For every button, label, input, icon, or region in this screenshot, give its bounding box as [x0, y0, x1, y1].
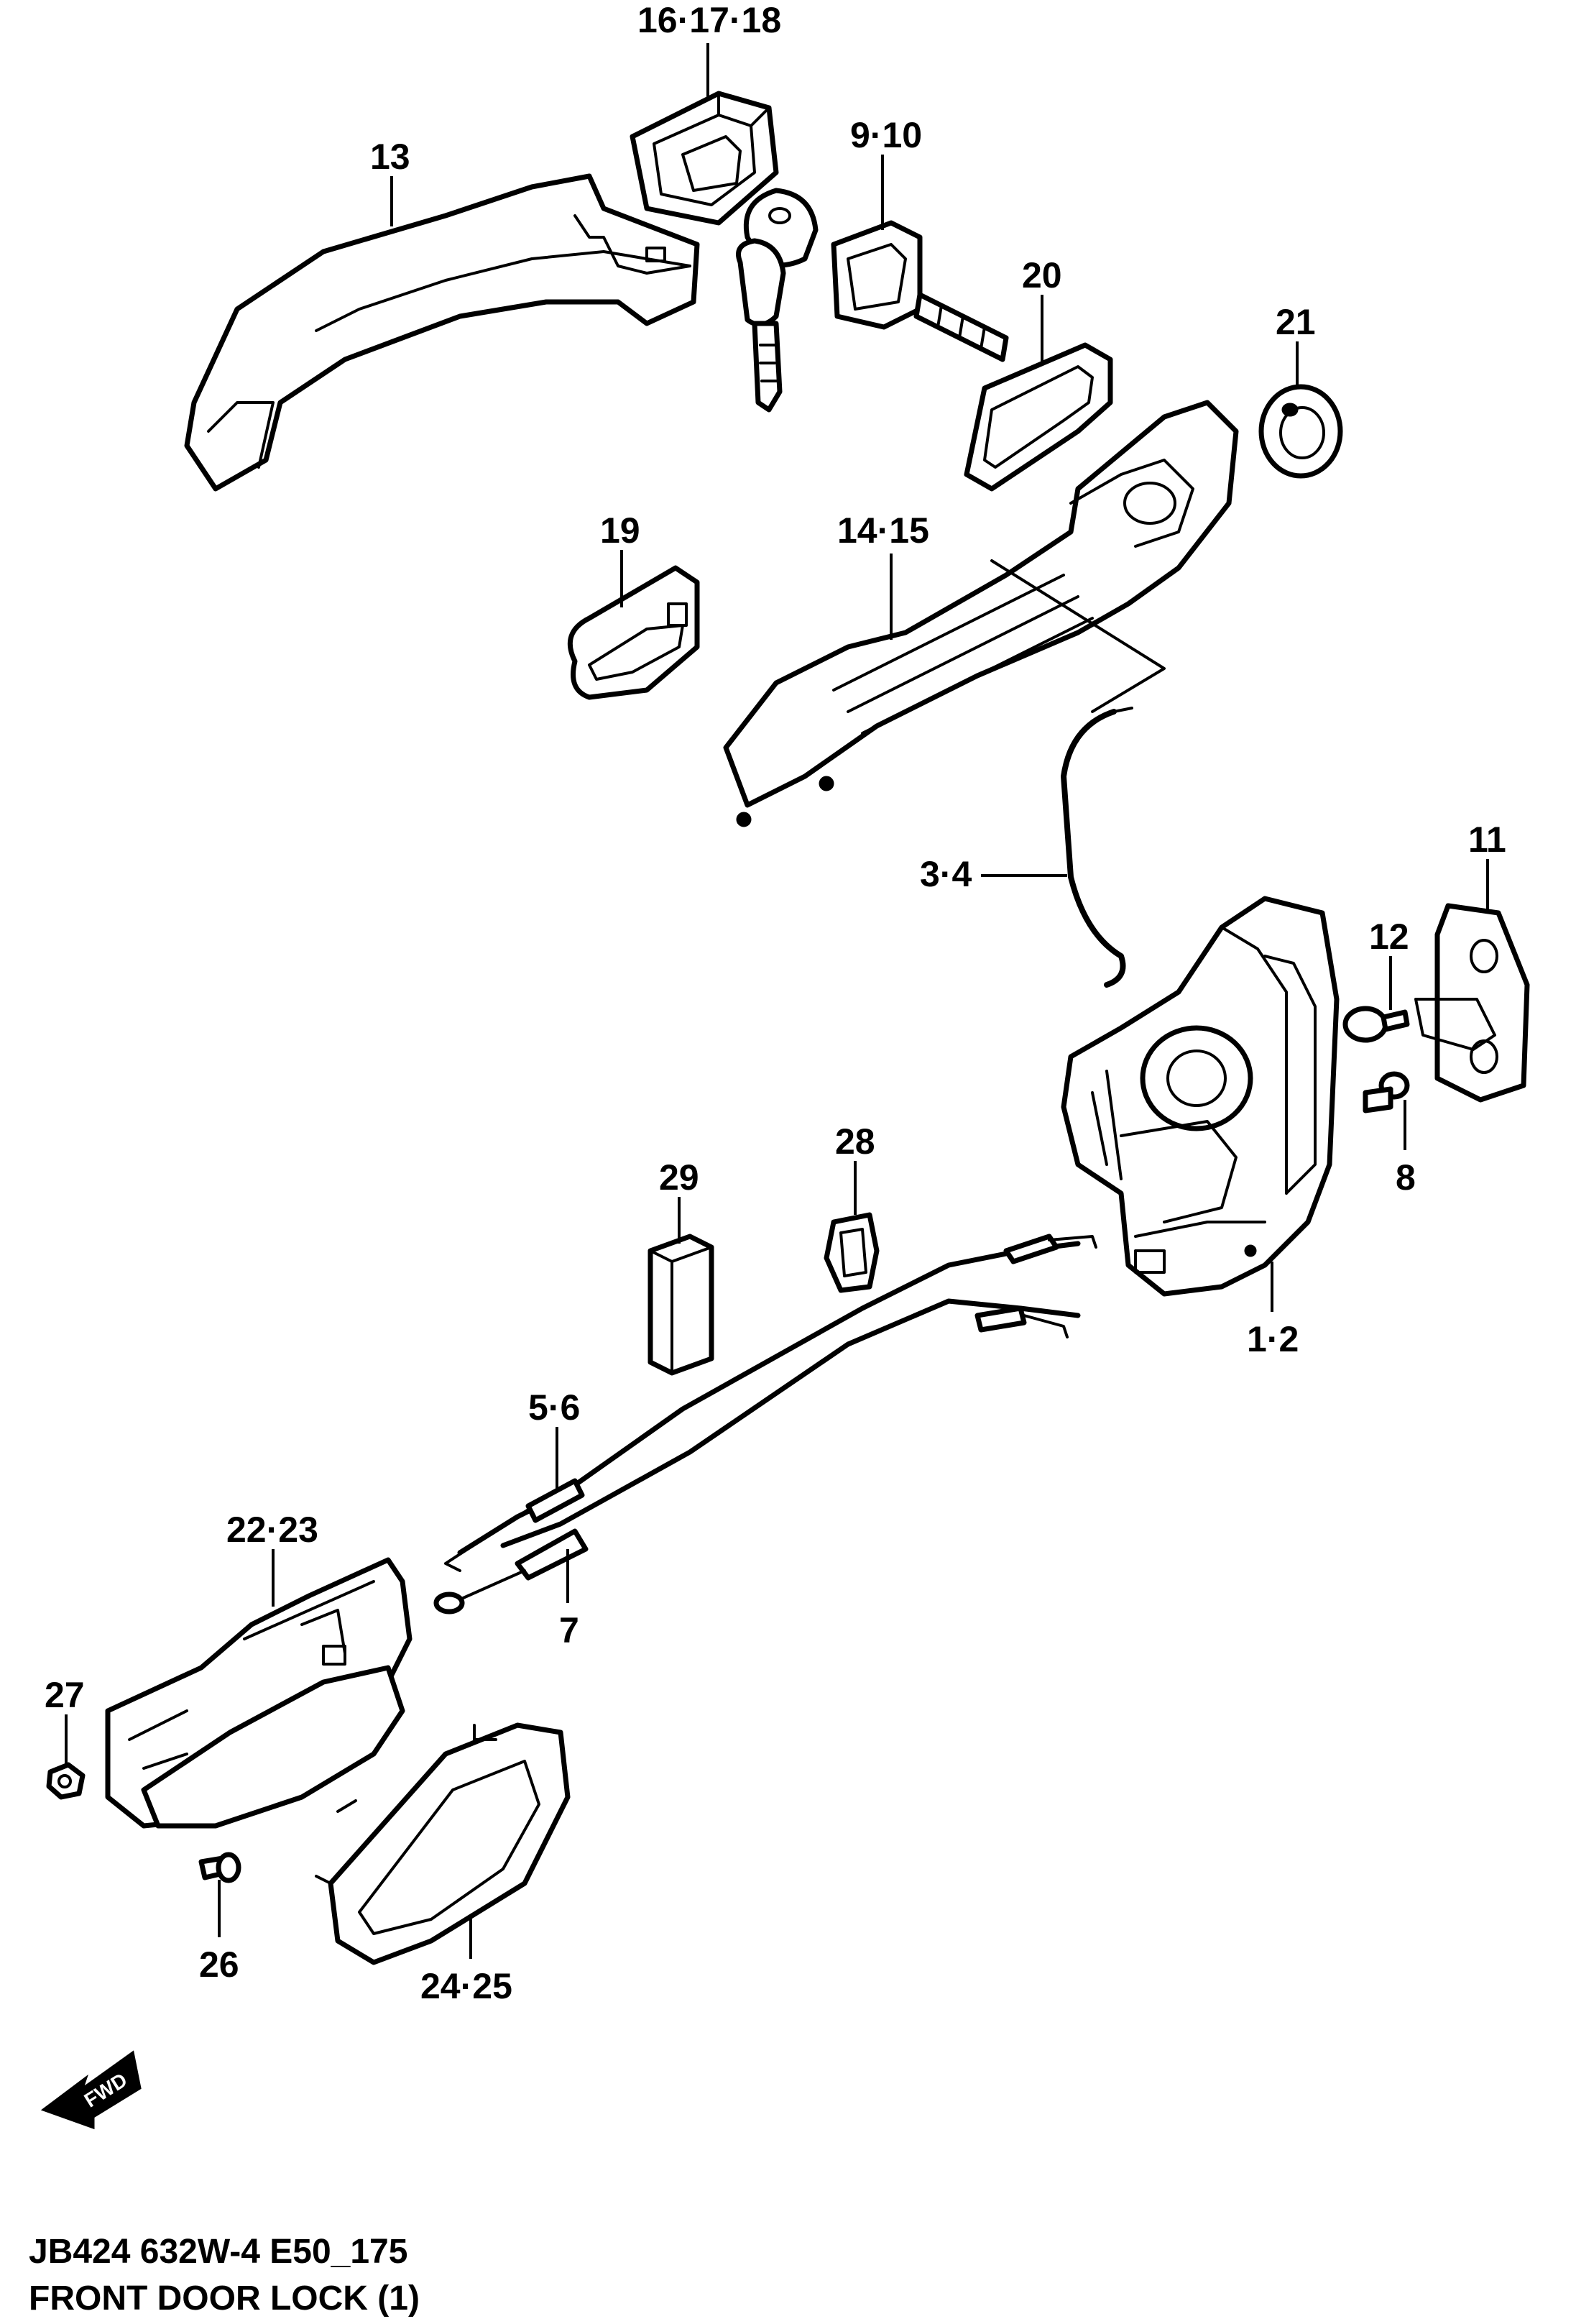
part-27-nut: [46, 1762, 86, 1800]
diagram-title: FRONT DOOR LOCK (1): [29, 2279, 420, 2318]
part-9-10-lock-cylinder: [831, 220, 1009, 362]
label-28: 28: [835, 1121, 875, 1162]
fwd-arrow-icon: FWD: [40, 2050, 142, 2130]
diagram-code: JB424 632W-4 E50_175: [29, 2233, 408, 2271]
label-13: 13: [370, 137, 410, 177]
part-11-striker: [1414, 903, 1530, 1103]
part-19-pad: [567, 565, 700, 700]
part-12-screw: [1342, 1006, 1410, 1043]
label-11: 11: [1468, 819, 1506, 860]
label-29: 29: [659, 1157, 699, 1198]
label-22-23: 22·23: [226, 1510, 318, 1550]
part-1-2-door-lock-assembly: [1061, 896, 1340, 1297]
part-22-23-inner-handle: [105, 1557, 413, 1829]
label-5-6: 5·6: [528, 1387, 580, 1428]
label-12: 12: [1369, 917, 1409, 957]
label-19: 19: [600, 510, 640, 551]
label-3-4: 3·4: [920, 854, 972, 894]
part-14-15-handle-frame: [723, 400, 1239, 827]
label-27: 27: [45, 1675, 85, 1715]
label-24-25: 24·25: [420, 1966, 512, 2006]
part-8-bolt: [1363, 1071, 1410, 1113]
label-14-15: 14·15: [837, 510, 929, 551]
part-5-6-7-cables: [433, 1234, 1097, 1615]
label-9-10: 9·10: [850, 115, 922, 155]
part-16-17-18-cylinder-cover: [630, 91, 779, 226]
part-21-grommet: [1258, 384, 1343, 479]
label-16-17-18: 16·17·18: [637, 0, 781, 40]
label-20: 20: [1022, 255, 1062, 295]
label-21: 21: [1276, 302, 1316, 342]
label-26: 26: [199, 1944, 239, 1985]
part-3-4-rod: [1061, 707, 1133, 988]
part-9-10-keys: [736, 188, 819, 413]
label-1-2: 1·2: [1247, 1319, 1299, 1359]
part-20-gasket: [964, 342, 1113, 492]
label-7: 7: [559, 1610, 579, 1650]
part-29-pad: [648, 1234, 714, 1376]
part-26-screw: [198, 1852, 241, 1883]
label-8: 8: [1396, 1157, 1416, 1198]
part-24-25-bezel: [315, 1722, 571, 1965]
part-13-outer-handle: [184, 173, 700, 492]
part-28-clip: [824, 1212, 880, 1293]
